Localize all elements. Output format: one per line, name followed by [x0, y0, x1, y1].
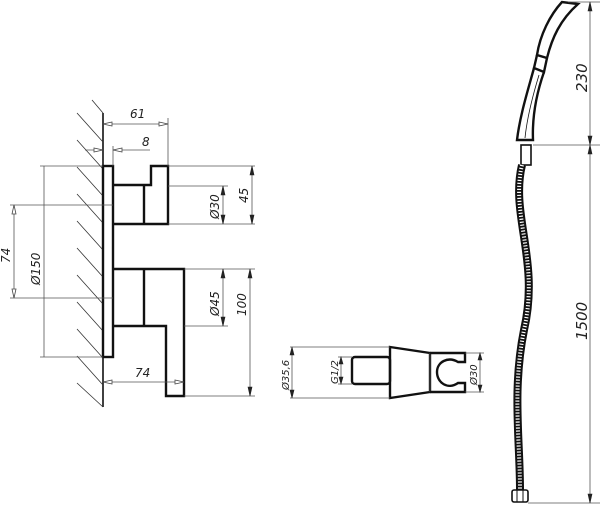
holder-clip — [430, 351, 467, 394]
dim-hose-length: 1500 — [573, 302, 591, 340]
dim-holder-thread: G1/2 — [330, 360, 341, 384]
shower-handle — [515, 67, 546, 142]
dim-lower-handle-reach: 74 — [135, 366, 150, 380]
upper-handle — [113, 164, 170, 226]
wall-hatching — [76, 99, 104, 408]
dim-lower-handle-height: 100 — [235, 293, 249, 316]
hose-connector-top — [520, 144, 532, 166]
cover-plate — [101, 164, 115, 359]
dim-upper-handle-height: 45 — [237, 188, 251, 203]
holder-body — [388, 345, 432, 400]
dim-holder-outer-diameter: Ø35,6 — [280, 360, 292, 391]
dim-plate-diameter: Ø150 — [29, 252, 43, 286]
holder-thread-nipple — [350, 355, 392, 386]
hand-shower-view: 230 1500 — [511, 0, 600, 504]
mixer-side-view: 61 8 Ø30 45 Ø150 74 Ø45 — [0, 99, 255, 408]
dim-center-offset: 74 — [0, 248, 13, 263]
dim-upper-handle-diameter: Ø30 — [208, 194, 222, 220]
shower-collar — [532, 54, 549, 74]
dim-head-length: 230 — [573, 63, 591, 92]
lower-handle — [113, 267, 186, 398]
dim-plate-thickness: 8 — [142, 135, 150, 149]
shower-head — [535, 0, 581, 60]
shower-holder-view: Ø35,6 G1/2 Ø30 — [280, 345, 484, 400]
dim-lower-handle-diameter: Ø45 — [208, 291, 222, 317]
dim-depth-total: 61 — [130, 107, 145, 121]
dim-holder-clip-diameter: Ø30 — [468, 364, 480, 386]
hose-nut-bottom — [511, 489, 529, 503]
